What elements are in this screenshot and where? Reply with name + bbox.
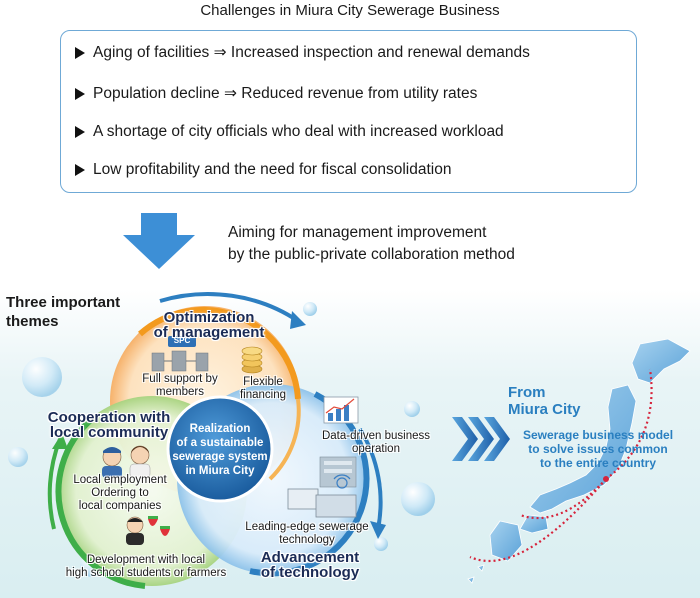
development-label: Development with local high school stude… bbox=[48, 554, 244, 580]
miura-city-marker bbox=[603, 476, 609, 482]
facility-icon bbox=[319, 456, 357, 488]
leading-edge-line: technology bbox=[279, 534, 335, 546]
data-driven-label: Data-driven business operation bbox=[308, 430, 444, 456]
themes-heading-line: Three important bbox=[6, 294, 121, 311]
bullet-triangle-icon bbox=[75, 46, 85, 59]
spc-badge bbox=[168, 336, 196, 347]
coins-icon bbox=[241, 346, 263, 374]
spc-badge-label: SPC bbox=[173, 336, 191, 345]
bullet-triangle-icon bbox=[75, 87, 85, 100]
bullet-triangle-icon bbox=[75, 164, 85, 176]
leading-edge-line: Leading-edge sewerage bbox=[245, 521, 369, 533]
themes-panel: Three important themes Optimization of m… bbox=[0, 289, 700, 598]
chevron-right-icon bbox=[452, 417, 510, 461]
local-employment-label: Local employment Ordering to local compa… bbox=[60, 474, 180, 513]
from-miura-line: Miura City bbox=[508, 401, 581, 418]
center-text-line: in Miura City bbox=[185, 465, 255, 477]
propagation-path bbox=[469, 368, 653, 562]
challenge-item: A shortage of city officials who deal wi… bbox=[75, 123, 504, 141]
leading-edge-label: Leading-edge sewerage technology bbox=[232, 521, 382, 547]
cooperation-title-line: Cooperation with bbox=[47, 409, 171, 426]
aim-line: by the public-private collaboration meth… bbox=[228, 246, 515, 263]
optimization-ring bbox=[138, 306, 301, 400]
challenge-text: A shortage of city officials who deal wi… bbox=[93, 123, 504, 140]
bubble-decoration bbox=[404, 401, 420, 417]
model-text: Sewerage business model to solve issues … bbox=[500, 428, 696, 470]
cooperation-title-line: local community bbox=[49, 424, 169, 441]
center-text-line: sewerage system bbox=[172, 451, 268, 463]
bullet-triangle-icon bbox=[75, 126, 85, 138]
challenge-text: Population decline ⇒ Reduced revenue fro… bbox=[93, 85, 478, 102]
local-employment-line: Local employment bbox=[73, 474, 167, 486]
bubble-decoration bbox=[22, 357, 62, 397]
optimization-title-line: of management bbox=[153, 324, 265, 341]
data-driven-line: operation bbox=[352, 443, 400, 455]
center-text-line: Realization bbox=[189, 423, 251, 435]
bubble-decoration bbox=[8, 447, 28, 467]
themes-heading-line: themes bbox=[6, 313, 59, 330]
local-employment-line: Ordering to bbox=[91, 487, 149, 499]
advancement-title-line: of technology bbox=[260, 564, 360, 581]
center-text: Realization of a sustainable sewerage sy… bbox=[168, 422, 272, 478]
advancement-title: Advancement of technology bbox=[248, 550, 372, 580]
center-text-line: of a sustainable bbox=[176, 437, 264, 449]
flexible-financing-line: Flexible bbox=[243, 376, 283, 388]
buildings-icon bbox=[151, 350, 209, 372]
model-text-line: to solve issues common bbox=[528, 442, 668, 456]
challenge-item: Population decline ⇒ Reduced revenue fro… bbox=[75, 84, 477, 103]
development-line: high school students or farmers bbox=[65, 567, 227, 579]
challenge-text: Aging of facilities ⇒ Increased inspecti… bbox=[93, 44, 530, 61]
cycle-arrowhead-icon bbox=[370, 521, 386, 539]
cycle-arrowhead-icon bbox=[52, 433, 68, 449]
bubble-decoration bbox=[401, 482, 435, 516]
flexible-financing-label: Flexible financing bbox=[228, 376, 298, 402]
bar-chart-icon bbox=[323, 396, 359, 424]
optimization-title: Optimization of management bbox=[144, 310, 274, 340]
aim-text: Aiming for management improvement by the… bbox=[228, 222, 515, 266]
strawberry-icon bbox=[148, 516, 170, 536]
cooperation-title: Cooperation with local community bbox=[34, 410, 184, 440]
from-miura-line: From bbox=[508, 384, 546, 401]
model-text-line: to the entire country bbox=[539, 456, 656, 470]
challenge-item: Low profitability and the need for fisca… bbox=[75, 161, 451, 179]
advancement-title-line: Advancement bbox=[260, 549, 360, 566]
model-text-line: Sewerage business model bbox=[522, 428, 674, 442]
optimization-title-line: Optimization bbox=[163, 309, 255, 326]
from-miura-title: From Miura City bbox=[508, 384, 581, 418]
cooperation-ring bbox=[55, 416, 146, 589]
center-circle bbox=[166, 395, 274, 503]
challenges-box: Aging of facilities ⇒ Increased inspecti… bbox=[60, 30, 637, 193]
cycle-arrowhead-icon bbox=[290, 311, 306, 329]
down-arrow-icon bbox=[123, 213, 195, 269]
full-support-line: Full support by bbox=[142, 373, 218, 385]
japan-map bbox=[467, 338, 691, 584]
data-driven-line: Data-driven business bbox=[321, 430, 431, 442]
challenge-text: Low profitability and the need for fisca… bbox=[93, 161, 452, 178]
themes-heading: Three important themes bbox=[6, 293, 120, 331]
flexible-financing-line: financing bbox=[239, 389, 287, 401]
optimization-ring bbox=[268, 398, 301, 481]
full-support-line: members bbox=[156, 386, 204, 398]
cycle-arrow bbox=[159, 292, 300, 323]
page-title: Challenges in Miura City Sewerage Busine… bbox=[200, 2, 500, 19]
cycle-arrow bbox=[358, 427, 383, 530]
local-employment-line: local companies bbox=[78, 500, 162, 512]
themes-diagram bbox=[8, 292, 691, 589]
full-support-label: Full support by members bbox=[130, 373, 230, 399]
tech-device-icon bbox=[287, 474, 357, 518]
bubble-decoration bbox=[303, 302, 317, 316]
development-line: Development with local bbox=[86, 554, 206, 566]
people-icon bbox=[102, 445, 151, 545]
aim-line: Aiming for management improvement bbox=[228, 224, 487, 241]
bubble-decoration bbox=[374, 537, 388, 551]
challenge-item: Aging of facilities ⇒ Increased inspecti… bbox=[75, 43, 530, 62]
